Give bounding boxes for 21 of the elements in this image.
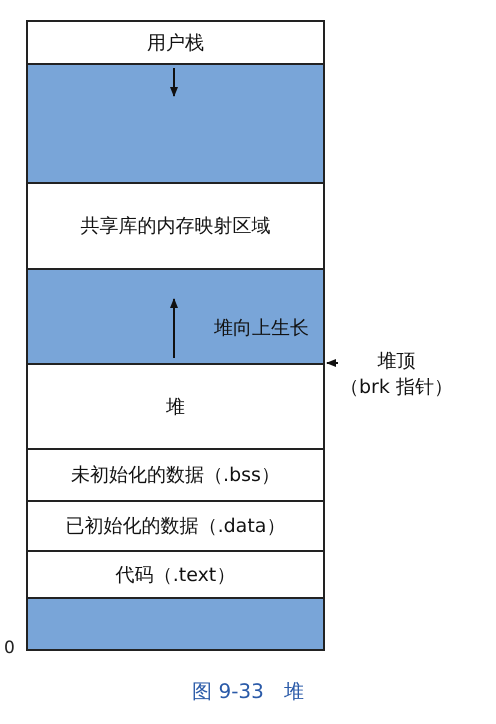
memory-segment	[26, 448, 325, 502]
memory-segment	[26, 182, 325, 270]
address-label: 0	[4, 638, 15, 658]
segment-label: 共享库的内存映射区域	[80, 214, 270, 239]
memory-segment	[26, 597, 325, 651]
pointer-label: （brk 指针）	[340, 375, 453, 400]
arrow	[326, 359, 338, 367]
memory-segment	[26, 500, 325, 552]
segment-label: 代码（.text）	[116, 562, 236, 588]
memory-segment	[26, 550, 325, 599]
segment-label: 堆向上生长	[214, 316, 309, 341]
pointer-label: 堆顶	[376, 349, 416, 374]
segment-label: 用户栈	[147, 30, 204, 56]
segment-label: 堆	[166, 394, 185, 420]
memory-segment	[26, 363, 325, 450]
memory-segment	[26, 63, 325, 184]
segment-label: 已初始化的数据（.data）	[66, 514, 286, 539]
figure-caption: 图 9-33 堆	[192, 679, 304, 703]
memory-segment	[26, 268, 325, 365]
segment-label: 未初始化的数据（.bss）	[71, 463, 280, 488]
memory-segment	[26, 20, 325, 65]
